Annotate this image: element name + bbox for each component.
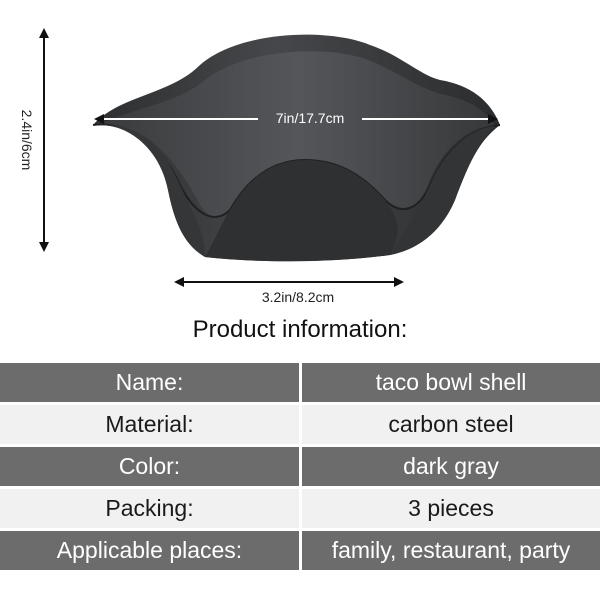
base-dimension-label: 3.2in/8.2cm [261, 289, 335, 305]
bowl-side-fold-right [390, 126, 495, 255]
row-value: carbon steel [302, 405, 600, 444]
info-table: Name: taco bowl shell Material: carbon s… [0, 360, 600, 573]
row-label: Name: [0, 363, 302, 402]
bowl-side-fold-left [100, 124, 205, 258]
table-row: Applicable places: family, restaurant, p… [0, 531, 600, 570]
width-dimension-label: 7in/17.7cm [275, 110, 345, 126]
row-value: family, restaurant, party [302, 531, 600, 570]
row-value: dark gray [302, 447, 600, 486]
table-row: Color: dark gray [0, 447, 600, 486]
bowl-inner-cavity [100, 51, 495, 218]
row-label: Material: [0, 405, 302, 444]
table-row: Material: carbon steel [0, 405, 600, 444]
row-label: Color: [0, 447, 302, 486]
height-dimension-label: 2.4in/6cm [19, 109, 35, 171]
row-label: Applicable places: [0, 531, 302, 570]
row-label: Packing: [0, 489, 302, 528]
bowl-front-fold [205, 160, 398, 262]
table-row: Packing: 3 pieces [0, 489, 600, 528]
table-row: Name: taco bowl shell [0, 363, 600, 402]
row-value: 3 pieces [302, 489, 600, 528]
info-title: Product information: [192, 316, 408, 343]
row-value: taco bowl shell [302, 363, 600, 402]
